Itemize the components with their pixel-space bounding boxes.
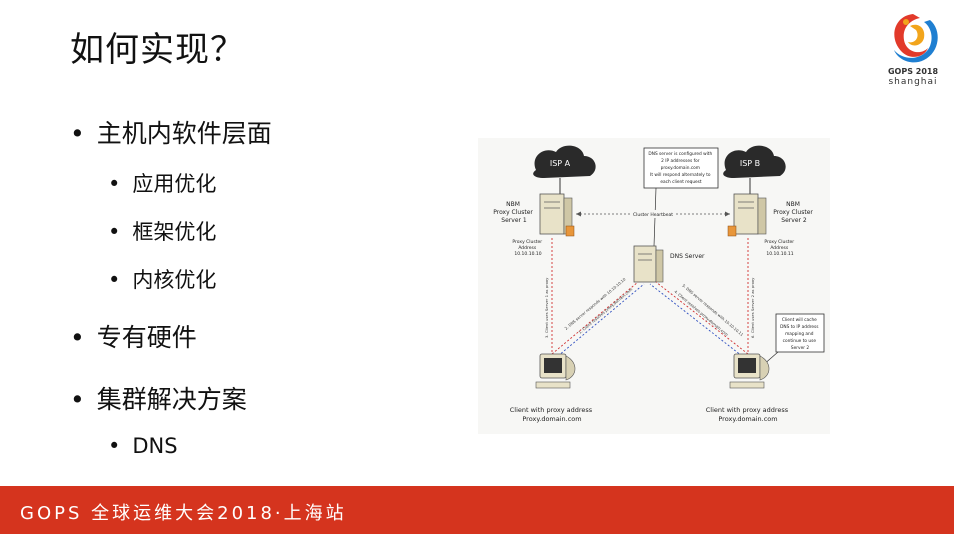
dns-server bbox=[633, 245, 664, 283]
logo-city: shanghai bbox=[888, 77, 938, 87]
dns-note-line: each client request bbox=[660, 179, 702, 185]
client1-label: Proxy.domain.com bbox=[522, 415, 581, 423]
client-note-line: Client will cache bbox=[782, 317, 817, 323]
svg-text:Proxy Cluster Address: Proxy Cluster Address 10.10.10.11 bbox=[764, 239, 795, 257]
logo-year: 2018 bbox=[915, 67, 939, 76]
proxy-server-1 bbox=[539, 193, 575, 237]
sub-bullet-item: • DNS bbox=[108, 434, 178, 458]
client-note-line: mapping and bbox=[785, 331, 814, 337]
server2-address: 10.10.10.11 bbox=[766, 251, 793, 257]
bullet-item: • 主机内软件层面 bbox=[70, 114, 272, 150]
dns-note-line: DNS server is configured with bbox=[648, 151, 712, 157]
dns-note: DNS server is configured with 2 IP addre… bbox=[643, 147, 719, 247]
client-note-line: continue to use bbox=[783, 338, 817, 344]
bullet-text: 主机内软件层面 bbox=[96, 119, 272, 148]
proxy-server-2 bbox=[727, 193, 767, 237]
client2-label: Client with proxy address bbox=[706, 406, 789, 414]
bullet-dot: • bbox=[108, 220, 121, 244]
server1-label: Server 1 bbox=[501, 217, 527, 224]
bullet-text: 内核优化 bbox=[132, 268, 217, 292]
svg-text:Client will cache DNS to: Client will cache DNS to IP address mapp… bbox=[780, 317, 820, 351]
heartbeat-label: Cluster Heartbeat bbox=[633, 212, 673, 218]
svg-text:NBM Proxy Cluster Serv: NBM Proxy Cluster Server 2 bbox=[773, 201, 815, 224]
network-diagram: ISP A ISP B DNS server is configured wit… bbox=[478, 138, 830, 434]
bullet-dot: • bbox=[70, 323, 85, 352]
bullet-dot: • bbox=[108, 268, 121, 292]
bullet-item: • 专有硬件 bbox=[70, 318, 197, 354]
client2-label: Proxy.domain.com bbox=[718, 415, 777, 423]
client-note: Client will cache DNS to IP address mapp… bbox=[761, 313, 825, 367]
server1-label: Proxy Cluster bbox=[493, 209, 533, 216]
bullet-text: 框架优化 bbox=[132, 220, 217, 244]
gops-logo bbox=[894, 14, 938, 63]
client-computer-1 bbox=[535, 353, 576, 389]
client-computer-2 bbox=[729, 353, 770, 389]
svg-text:DNS server is configured with: DNS server is configured with 2 IP addre… bbox=[648, 151, 713, 185]
isp-a-cloud: ISP A bbox=[533, 145, 596, 178]
svg-text:Proxy Cluster Address: Proxy Cluster Address 10.10.10.10 bbox=[512, 239, 543, 257]
footer-text: GOPS 全球运维大会2018·上海站 bbox=[20, 503, 347, 524]
sub-bullet-item: • 框架优化 bbox=[108, 216, 216, 246]
bullet-text: 专有硬件 bbox=[96, 323, 197, 352]
server1-address: 10.10.10.10 bbox=[514, 251, 541, 257]
isp-b-label: ISP B bbox=[740, 159, 760, 168]
footer-bar: GOPS 全球运维大会2018·上海站 bbox=[0, 486, 954, 534]
svg-text:Client with proxy address: Client with proxy address Proxy.domain.c… bbox=[706, 406, 791, 423]
sub-bullet-item: • 应用优化 bbox=[108, 168, 216, 198]
svg-text:NBM Proxy Cluster Serv: NBM Proxy Cluster Server 1 bbox=[493, 201, 535, 224]
dns-server-label: DNS Server bbox=[670, 253, 705, 260]
flow-label: 3. Client uses Server 1 as proxy bbox=[544, 277, 549, 338]
bullet-dot: • bbox=[108, 434, 121, 458]
isp-b-cloud: ISP B bbox=[723, 145, 786, 178]
client1-label: Client with proxy address bbox=[510, 406, 593, 414]
bullet-dot: • bbox=[108, 172, 121, 196]
bullet-text: 集群解决方案 bbox=[96, 385, 247, 414]
dns-note-line: 2 IP addresses for bbox=[661, 158, 700, 164]
dns-note-line: It will respond alternately to bbox=[650, 172, 711, 178]
sub-bullet-item: • 内核优化 bbox=[108, 264, 216, 294]
server2-label: NBM bbox=[786, 201, 800, 208]
client-note-line: DNS to IP address bbox=[780, 324, 819, 330]
server2-address: Address bbox=[770, 245, 789, 251]
server1-label: NBM bbox=[506, 201, 520, 208]
logo-name: GOPS bbox=[887, 67, 913, 76]
bullet-dot: • bbox=[70, 385, 85, 414]
server2-label: Server 2 bbox=[781, 217, 807, 224]
client-note-line: Server 2 bbox=[791, 345, 809, 351]
bullet-text: 应用优化 bbox=[132, 172, 217, 196]
bullet-item: • 集群解决方案 bbox=[70, 380, 247, 416]
server2-label: Proxy Cluster bbox=[773, 209, 813, 216]
server2-address: Proxy Cluster bbox=[764, 239, 794, 245]
server1-address: Proxy Cluster bbox=[512, 239, 542, 245]
bullet-text: DNS bbox=[132, 434, 178, 458]
bullet-dot: • bbox=[70, 119, 85, 148]
svg-text:Client with proxy address: Client with proxy address Proxy.domain.c… bbox=[510, 406, 595, 423]
dns-note-line: proxy.domain.com bbox=[661, 165, 700, 171]
logo-text: GOPS 2018 shanghai bbox=[880, 66, 946, 88]
slide-title: 如何实现？ bbox=[70, 30, 245, 70]
flow-label: 6. Client uses Server 2 as proxy bbox=[750, 277, 755, 338]
server1-address: Address bbox=[518, 245, 537, 251]
isp-a-label: ISP A bbox=[550, 159, 571, 168]
